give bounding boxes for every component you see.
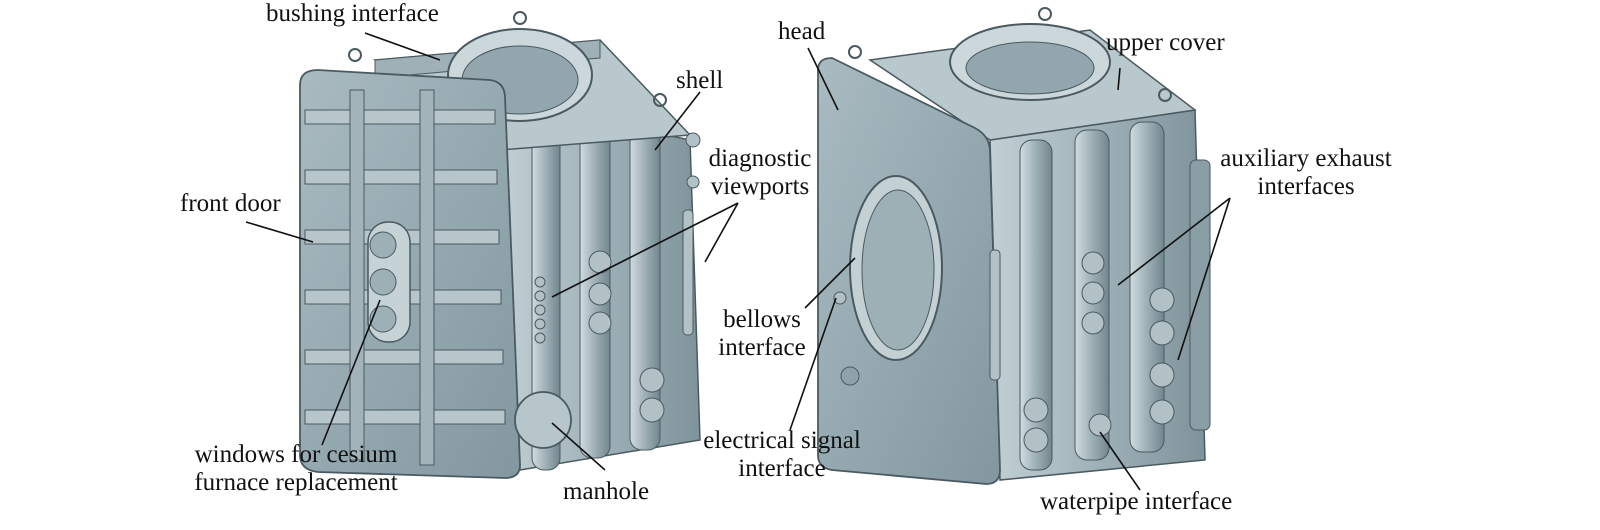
label-diagnostic-line2: viewports [710,173,810,200]
leader-windows [321,299,381,446]
leader-aux-a [1117,197,1231,286]
leader-bellows [804,257,856,309]
label-electrical-line1: electrical signal [703,427,861,454]
left-vessel [299,11,701,479]
label-windows-line1: windows for cesium [194,441,398,468]
label-bellows: bellows interface [712,306,812,362]
label-manhole: manhole [563,478,650,505]
leader-front-door [245,221,314,243]
label-waterpipe: waterpipe interface [1040,488,1233,515]
label-shell: shell [676,67,724,94]
label-electrical-line2: interface [738,455,826,482]
leader-aux-b [1177,197,1231,361]
left-side-ports [534,132,701,423]
left-cesium-windows [367,221,411,343]
leader-viewports-a [551,202,739,298]
leader-upper-cover [1117,67,1121,91]
right-vessel [817,7,1211,485]
label-diagnostic-line1: diagnostic [708,145,812,172]
leader-waterpipe [1099,431,1141,491]
right-lifting-eyes [848,7,1172,102]
leader-electrical [789,297,837,431]
label-aux-line2: interfaces [1257,173,1355,200]
label-bellows-line1: bellows [723,306,801,333]
label-aux-line1: auxiliary exhaust [1220,145,1392,172]
label-bellows-line2: interface [718,334,806,361]
label-aux-exhaust: auxiliary exhaust interfaces [1206,145,1406,201]
leader-shell [654,91,701,151]
label-windows-line2: furnace replacement [194,469,398,496]
leader-manhole [551,422,606,471]
leader-viewports-b [704,202,739,263]
label-head: head [778,18,826,45]
label-electrical: electrical signal interface [692,427,872,483]
label-front-door: front door [180,190,281,217]
label-windows-cesium: windows for cesium furnace replacement [176,441,416,497]
right-side-ports [1023,251,1175,453]
label-upper-cover: upper cover [1106,29,1225,56]
left-lifting-eyes [348,11,667,107]
label-diagnostic-viewports: diagnostic viewports [700,145,820,201]
label-bushing-interface: bushing interface [266,0,439,27]
left-manhole [514,391,572,449]
leader-lines [245,32,1231,491]
leader-head [807,47,839,111]
leader-bushing-interface [364,32,441,61]
